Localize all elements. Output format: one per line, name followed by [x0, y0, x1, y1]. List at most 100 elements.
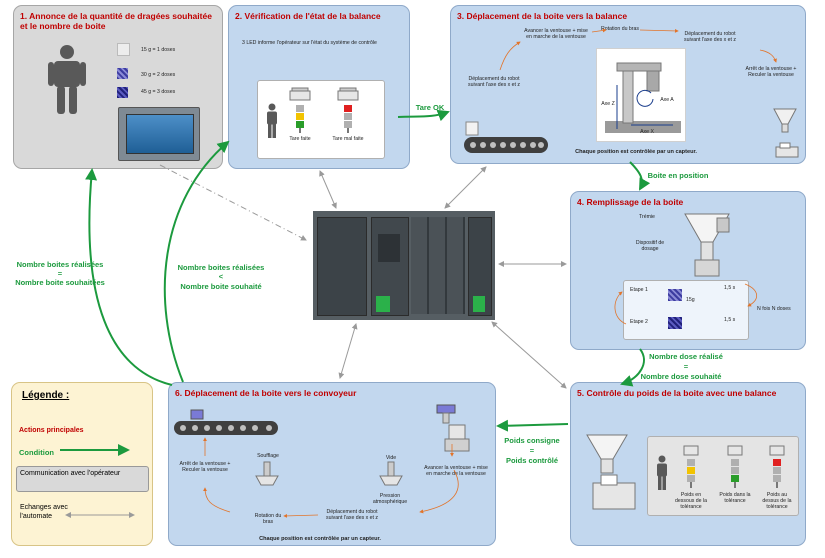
- step1-box: 1. Annonce de la quantité de dragées sou…: [13, 5, 223, 169]
- step6-rotation: Rotation du bras: [254, 513, 282, 525]
- cpu-green-port: [376, 296, 390, 312]
- plc-io-modules: [411, 217, 465, 314]
- legend-communication-box: [16, 466, 149, 492]
- step3-avancer: Avancer la ventouse + mise en marche de …: [524, 28, 588, 40]
- etape1-weight: 15g: [686, 297, 695, 303]
- exchange-plc-step3: [444, 166, 487, 209]
- cond-boites-souhaitees-eq: Nombre boite souhaitées: [15, 278, 105, 287]
- suction-cup-blow-icon: [255, 461, 279, 486]
- hmi-screen: [126, 114, 194, 154]
- exchange-plc-step6: [338, 323, 358, 379]
- step2-box: 2. Vérification de l'état de la balance …: [228, 5, 410, 169]
- arrow-b6-1: [419, 469, 459, 514]
- cond-boite-position: Boite en position: [647, 171, 709, 180]
- tremie-label: Trémie: [639, 214, 655, 220]
- etape2-dose-icon: [668, 317, 682, 329]
- step3-rotation: Rotation du bras: [600, 26, 640, 32]
- step1-title: 1. Annonce de la quantité de dragées sou…: [20, 11, 212, 31]
- plc-cpu-module: [371, 217, 409, 316]
- step5-box: 5. Contrôle du poids de la boite avec un…: [570, 382, 806, 546]
- step3-arret: Arrêt de la ventouse + Reculer la ventou…: [745, 66, 797, 78]
- hmi-panel: [118, 107, 200, 161]
- conveyor-icon: [174, 409, 278, 435]
- exchange-hmi-plc: [159, 164, 307, 241]
- dose-2-swatch: [117, 68, 128, 79]
- arrow-b3-1: [499, 41, 521, 71]
- step6-title: 6. Déplacement de la boite vers le convo…: [175, 388, 357, 398]
- axe-a-label: Axe A: [660, 97, 674, 103]
- arrow-dose: [620, 348, 645, 387]
- legend-actions: Actions principales: [19, 427, 84, 434]
- cond-boites-realisees-lt: Nombre boites réalisées: [177, 263, 265, 272]
- arrow-poids: [496, 419, 569, 432]
- scale-state-panel: Tare faite Tare mal faite: [257, 80, 385, 159]
- arrow-b3-3: [639, 28, 679, 33]
- dose-1-label: 15 g = 1 doses: [141, 47, 176, 53]
- arrow-tare-ok: [397, 109, 450, 122]
- weight-control-panel: Poids en dessous de la tolérance Poids d…: [647, 436, 799, 516]
- exchange-plc-step5: [491, 321, 567, 389]
- plc-right-module: [468, 217, 492, 316]
- arrow-boite-position: [629, 161, 651, 191]
- tare-ok-label: Tare faite: [289, 136, 311, 142]
- arrow-boites-eq: [85, 168, 173, 386]
- legend-condition: Condition: [19, 448, 54, 457]
- robot-arm-icon: [436, 404, 470, 452]
- cond-poids-consigne: Poids consigne: [504, 436, 560, 445]
- step3-box: 3. Déplacement de la boite vers la balan…: [450, 5, 806, 164]
- step3-capteur: Chaque position est contrôlée par un cap…: [575, 149, 697, 155]
- dose-2-label: 30 g = 2 doses: [141, 72, 176, 78]
- hopper-icon: [684, 213, 730, 277]
- filling-station-icon: [586, 434, 636, 510]
- operator-icon: [48, 45, 86, 114]
- step6-capteur: Chaque position est contrôlée par un cap…: [259, 536, 381, 542]
- cond-boites-realisees-eq: Nombre boites réalisées: [16, 260, 104, 269]
- axe-x-label: Axe X: [640, 129, 654, 135]
- legend-echanges: Echanges avec l'automate: [20, 504, 68, 520]
- etape1-time: 1,5 s: [724, 285, 736, 291]
- plc-power-module: [317, 217, 367, 316]
- operator-icon: [267, 103, 277, 138]
- step6-deplacement: Déplacement du robot suivant l'axe des x…: [325, 509, 379, 521]
- axe-z-label: Axe Z: [601, 101, 615, 107]
- cond-poids-eq: =: [529, 446, 535, 455]
- etape1-dose-icon: [668, 289, 682, 301]
- cond-boites-souhaite-lt: Nombre boite souhaité: [180, 282, 262, 291]
- dose-1-swatch: [117, 43, 130, 56]
- dispositif-label: Dispositif de dosage: [635, 240, 665, 252]
- balance-icon: [289, 87, 311, 101]
- poids-dans-label: Poids dans la tolérance: [719, 492, 751, 504]
- step2-text: 3 LED informe l'opérateur sur l'état du …: [242, 40, 377, 46]
- cond-boites-eq: =: [57, 269, 63, 278]
- dose-3-label: 45 g = 3 doses: [141, 89, 176, 95]
- robot-image: Axe Z Axe A Axe X: [596, 48, 686, 142]
- conveyor-icon: [464, 121, 548, 153]
- etape1-label: Etape 1: [630, 287, 648, 293]
- tare-bad-label: Tare mal faite: [332, 136, 364, 142]
- legend-title: Légende :: [22, 390, 70, 401]
- balance-icon: [337, 87, 359, 101]
- step3-deplacement2: Déplacement du robot suivant l'axe des x…: [683, 31, 737, 43]
- exchange-plc-step2: [319, 170, 337, 209]
- arrow-b4-loop-bottom: [614, 291, 627, 325]
- cond-dose-realise: Nombre dose réalisé: [649, 352, 723, 361]
- legend-communication: Communication avec l'opérateur: [20, 470, 121, 477]
- led-tower-icon: [296, 105, 304, 133]
- right-green-port: [473, 296, 485, 312]
- operator-icon: [657, 455, 667, 490]
- arrow-b4-loop-top: [744, 283, 758, 307]
- poids-dessous-label: Poids en dessous de la tolérance: [674, 492, 707, 510]
- poids-dessus-label: Poids au dessus de la tolérance: [762, 492, 792, 510]
- step4-box: 4. Remplissage de la boite Trémie Dispos…: [570, 191, 806, 350]
- step3-title: 3. Déplacement de la boite vers la balan…: [457, 11, 628, 21]
- cond-tare-ok: Tare OK: [415, 103, 445, 112]
- hopper-icon: [773, 108, 797, 133]
- led-tower-ok-icon: [727, 445, 743, 488]
- scale-box-icon: [775, 142, 799, 158]
- cond-dose-eq: =: [683, 362, 689, 371]
- led-tower-low-icon: [683, 445, 699, 488]
- pression-label: Pression atmosphérique: [372, 493, 408, 505]
- arrow-b6-2: [283, 513, 319, 518]
- soufflage-label: Soufflage: [257, 453, 279, 459]
